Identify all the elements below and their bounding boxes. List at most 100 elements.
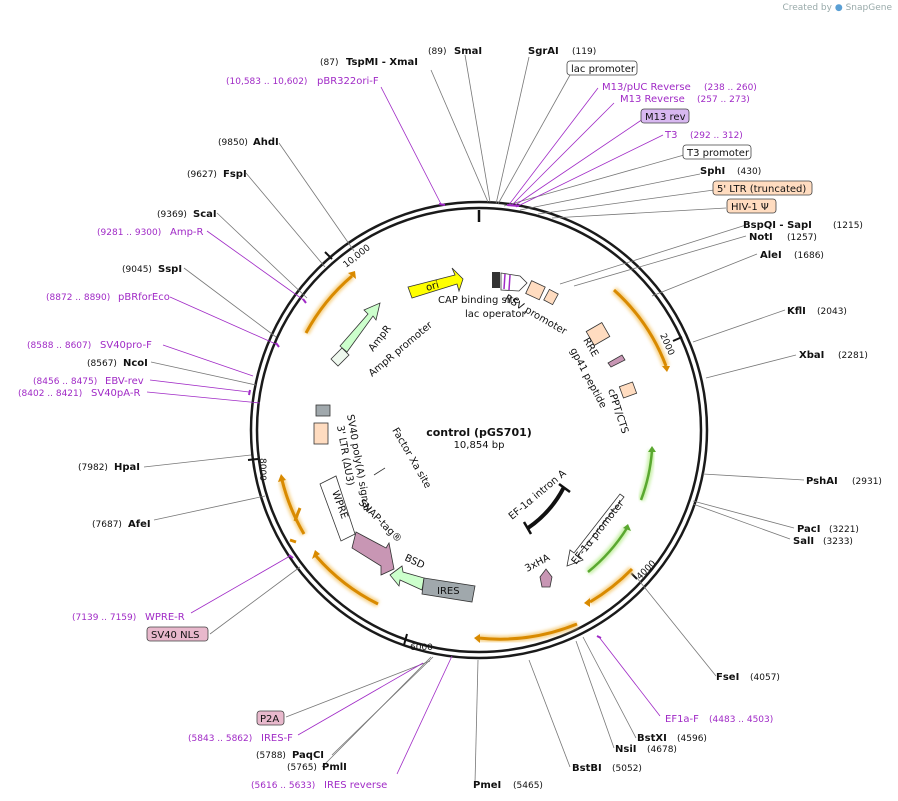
- bsd-feature: [389, 565, 425, 591]
- plasmid-name: control (pGS701): [426, 426, 532, 439]
- svg-text:(7139 .. 7159): (7139 .. 7159): [72, 613, 136, 623]
- primer-t3: T3: [664, 130, 677, 141]
- enzyme-afei: AfeI: [128, 519, 151, 530]
- svg-text:(9281 .. 9300): (9281 .. 9300): [97, 228, 161, 238]
- svg-text:(4678): (4678): [647, 745, 677, 755]
- enzyme-labels-right: SgrAI (119) SphI (430) BspQI - SapI (121…: [473, 46, 882, 791]
- svg-text:(292 .. 312): (292 .. 312): [690, 131, 743, 141]
- created-by-credit: Created by ● SnapGene: [782, 3, 892, 13]
- svg-text:(2281): (2281): [838, 351, 868, 361]
- svg-text:(5465): (5465): [513, 781, 543, 791]
- ires-feature: [421, 577, 476, 603]
- svg-text:(8456 .. 8475): (8456 .. 8475): [33, 377, 97, 387]
- 3xha-feature: [539, 568, 553, 588]
- ltr5-box-label: 5' LTR (truncated): [717, 184, 806, 195]
- svg-text:(5616 .. 5633): (5616 .. 5633): [251, 781, 315, 791]
- svg-text:(89): (89): [428, 47, 446, 57]
- svg-text:(257 .. 273): (257 .. 273): [697, 95, 750, 105]
- svg-text:(5052): (5052): [612, 764, 642, 774]
- enzyme-bspqi-sapi: BspQI - SapI: [743, 220, 812, 231]
- enzyme-sphi: SphI: [700, 166, 725, 177]
- orange-features: [278, 271, 670, 643]
- svg-text:(9369): (9369): [157, 210, 187, 220]
- svg-text:(4057): (4057): [750, 673, 780, 683]
- svg-text:(119): (119): [572, 47, 596, 57]
- cap-binding-feature: [492, 272, 500, 288]
- primer-leaders: [146, 86, 664, 775]
- primer-ebv-rev: EBV-rev: [105, 376, 144, 387]
- primer-m13-puc-reverse: M13/pUC Reverse: [602, 82, 691, 93]
- svg-text:(7687): (7687): [92, 520, 122, 530]
- enzyme-labels-left: (89) SmaI (87) TspMI - XmaI (9850) AhdI …: [78, 46, 482, 773]
- svg-text:(8567): (8567): [87, 359, 117, 369]
- ampr-label: AmpR: [367, 323, 394, 353]
- enzyme-smai: SmaI: [454, 46, 482, 57]
- boxed-labels: lac promoter M13 rev T3 promoter 5' LTR …: [146, 60, 813, 726]
- primer-wpre-r: WPRE-R: [145, 612, 185, 623]
- svg-text:(8872 .. 8890): (8872 .. 8890): [46, 293, 110, 303]
- enzyme-alei: AleI: [760, 250, 782, 261]
- bsd-label: BSD: [403, 553, 427, 572]
- p2a-box-label: P2A: [260, 714, 279, 725]
- primer-m13-reverse: M13 Reverse: [620, 94, 685, 105]
- enzyme-sali: SalI: [793, 536, 814, 547]
- primer-ires-f: IRES-F: [261, 733, 293, 744]
- plasmid-length: 10,854 bp: [454, 440, 505, 451]
- sv40-nls-box-label: SV40 NLS: [151, 630, 200, 641]
- primer-pbr322ori-f: pBR322ori-F: [317, 76, 379, 87]
- ef1a-promoter-feature: [566, 493, 625, 567]
- primer-sv40pa-r: SV40pA-R: [91, 388, 140, 399]
- enzyme-nsii: NsiI: [615, 744, 636, 755]
- enzyme-ncoi: NcoI: [123, 358, 148, 369]
- enzyme-bstxi: BstXI: [637, 733, 667, 744]
- svg-text:(4483 .. 4503): (4483 .. 4503): [709, 715, 773, 725]
- enzyme-bstbi: BstBI: [572, 763, 602, 774]
- svg-text:(8402 .. 8421): (8402 .. 8421): [18, 389, 82, 399]
- enzyme-sspi: SspI: [158, 264, 182, 275]
- svg-text:(10,583 .. 10,602): (10,583 .. 10,602): [226, 77, 307, 87]
- lac-promoter-box-label: lac promoter: [571, 64, 636, 75]
- ires-label: IRES: [437, 586, 460, 597]
- svg-text:(9045): (9045): [122, 265, 152, 275]
- wpre-feature: [319, 475, 356, 542]
- snapgene-logo-icon: ●: [834, 3, 843, 13]
- enzyme-ahdi: AhdI: [253, 137, 279, 148]
- svg-text:(9627): (9627): [187, 170, 217, 180]
- svg-text:(5765): (5765): [287, 763, 317, 773]
- svg-text:(9850): (9850): [218, 138, 248, 148]
- gp41-label: gp41 peptide: [567, 346, 608, 410]
- backbone-outer: [255, 206, 703, 654]
- enzyme-paqci: PaqCI: [292, 750, 324, 761]
- svg-text:(2931): (2931): [852, 477, 882, 487]
- primer-pbrforeco: pBRforEco: [118, 292, 170, 303]
- ori-feature: [407, 267, 464, 299]
- tick-label-4000: 4000: [635, 559, 658, 582]
- enzyme-paci: PacI: [797, 524, 820, 535]
- ampr-feature: [339, 302, 381, 353]
- m13-rev-box-label: M13 rev: [645, 112, 686, 123]
- green-features: [585, 446, 656, 575]
- svg-text:(4596): (4596): [677, 734, 707, 744]
- snap-tag-feature: [351, 531, 395, 576]
- svg-text:(5843 .. 5862): (5843 .. 5862): [188, 734, 252, 744]
- ori-label: ori: [425, 280, 441, 294]
- enzyme-scai: ScaI: [193, 209, 217, 220]
- enzyme-tspmi-xmai: TspMI - XmaI: [346, 57, 418, 68]
- lac-promoter-feature: [500, 272, 528, 292]
- svg-text:(5788): (5788): [256, 751, 286, 761]
- enzyme-hpai: HpaI: [114, 462, 140, 473]
- backbone-inner: [249, 200, 709, 660]
- primer-sv40pro-f: SV40pro-F: [100, 340, 152, 351]
- svg-text:(1257): (1257): [787, 233, 817, 243]
- enzyme-sgrai: SgrAI: [528, 46, 559, 57]
- hiv-psi-box-label: HIV-1 Ψ: [731, 202, 769, 213]
- cap-binding-label: CAP binding site: [438, 295, 520, 306]
- enzyme-pmli: PmlI: [322, 762, 347, 773]
- svg-text:(8588 .. 8607): (8588 .. 8607): [27, 341, 91, 351]
- primer-ef1a-f: EF1a-F: [665, 714, 699, 725]
- ef1a-promoter-label: EF-1α promoter: [570, 498, 627, 567]
- ampr-promoter-feature: [330, 347, 350, 367]
- tick-label-6000: 6000: [410, 643, 433, 653]
- leader-lines: [143, 54, 805, 784]
